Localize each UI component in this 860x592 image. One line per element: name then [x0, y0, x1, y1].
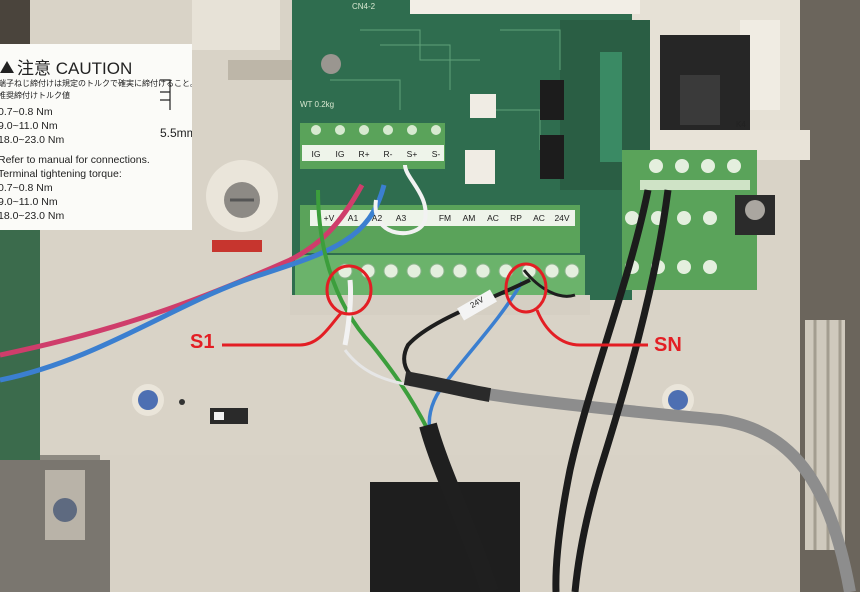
blue-wire — [0, 184, 387, 383]
pcb-top-cover — [410, 0, 640, 14]
terminal-label: IG — [335, 149, 345, 159]
green-wire — [316, 189, 430, 431]
caution-label-background — [0, 44, 192, 230]
relay-window — [680, 75, 720, 125]
terminal-label: +V — [323, 213, 335, 223]
wire-tag-background — [457, 289, 497, 321]
strip-gauge-icon — [160, 79, 171, 110]
relay-label: K4 — [736, 120, 746, 129]
pcb-traces — [330, 29, 561, 150]
terminal-label: RP — [510, 213, 522, 223]
white-wire — [373, 164, 428, 235]
upper-label-strip — [302, 145, 444, 161]
board-screw — [321, 54, 341, 74]
black-cable — [419, 422, 499, 592]
caution-line: 推奨締付けトルク値 — [0, 91, 70, 100]
caution-line: 18.0~23.0 Nm — [0, 210, 65, 222]
mounting-screw — [668, 390, 688, 410]
caution-line: Refer to manual for connections. — [0, 154, 150, 166]
caution-label: 注意 CAUTION 端子ねじ締付けは規定のトルクで確実に締付けること。 推奨締… — [0, 44, 192, 230]
terminal-label: AC — [533, 213, 545, 223]
terminal-label: S- — [431, 149, 441, 159]
red-connector — [212, 240, 262, 252]
jumper-block — [465, 150, 495, 184]
right-label-strip — [640, 180, 750, 190]
housing-hole — [179, 399, 185, 405]
cable-jacket — [403, 371, 492, 402]
sn-annotation: SN — [654, 334, 682, 356]
terminal-label: 24V — [554, 213, 570, 223]
caution-line: 端子ねじ締付けは規定のトルクで確実に締付けること。 — [0, 79, 192, 88]
sn-highlight-circle — [504, 262, 548, 314]
caution-line: 0.7~0.8 Nm — [0, 182, 53, 194]
right-terminal-screws — [625, 159, 741, 274]
caution-line: Terminal tightening torque: — [0, 168, 122, 180]
pin-header — [600, 52, 622, 162]
terminal-label: A3 — [395, 213, 407, 223]
terminal-label: IG — [311, 149, 321, 159]
strip-length: 5.5mm — [160, 126, 192, 140]
black-signal-wire — [402, 278, 531, 382]
terminal-label: AC — [487, 213, 499, 223]
slot-cutout — [228, 60, 298, 80]
warning-triangle-icon — [0, 61, 14, 73]
upper-left-bezel — [192, 0, 280, 50]
ic-chip — [540, 135, 564, 179]
s1-annotation: S1 — [190, 331, 215, 353]
terminal-base — [290, 295, 590, 315]
weight-label: WT 0.2kg — [300, 100, 335, 109]
caution-heading-text: 注意 CAUTION — [17, 59, 133, 78]
black-tape-block — [370, 482, 520, 592]
ic-chip — [540, 80, 564, 120]
caution-line: 9.0~11.0 Nm — [0, 120, 58, 132]
ground-screw — [745, 200, 765, 220]
terminal-label: AM — [462, 213, 476, 223]
terminal-label: FM — [438, 213, 452, 223]
relay-wire — [552, 189, 652, 592]
sn-leader-line — [535, 309, 648, 347]
gray-cable — [408, 374, 856, 592]
terminal-label: R- — [383, 149, 393, 159]
dip-switch-toggle — [214, 412, 224, 420]
terminal-label: S+ — [406, 149, 418, 159]
s1-leader-line — [222, 310, 344, 347]
relay-wire — [571, 189, 672, 592]
upper-terminal-screws — [311, 125, 441, 135]
caution-line: 0.7~0.8 Nm — [0, 106, 53, 118]
jumper-block — [470, 94, 496, 118]
caution-heading: 注意 CAUTION — [0, 54, 132, 79]
connector-label: CN4-2 — [352, 2, 376, 11]
terminal-label: A1 — [347, 213, 359, 223]
bracket-screw — [53, 498, 77, 522]
mounting-screw — [138, 390, 158, 410]
terminal-label: R+ — [358, 149, 370, 159]
black-jumper-wire — [522, 269, 576, 298]
caution-line: 18.0~23.0 Nm — [0, 134, 65, 146]
terminal-label: A2 — [371, 213, 383, 223]
caution-line: 9.0~11.0 Nm — [0, 196, 58, 208]
white-wire-lower — [343, 349, 411, 387]
s1-highlight-circle — [325, 264, 373, 316]
